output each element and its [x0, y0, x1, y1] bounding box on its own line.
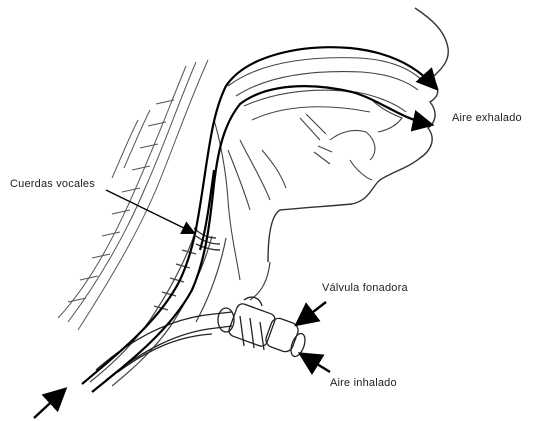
valve-arrow — [300, 302, 326, 322]
inhaled-air-label: Aire inhalado — [330, 377, 397, 389]
vocal-cords-label: Cuerdas vocales — [10, 178, 95, 190]
external-arrows — [34, 190, 330, 418]
spine-outline — [58, 60, 208, 330]
bottom-inhaled-arrow — [34, 392, 62, 418]
face-profile — [268, 8, 448, 262]
exhaled-air-label: Aire exhalado — [452, 112, 522, 124]
speaking-valve-label: Válvula fonadora — [322, 282, 408, 294]
head-interior — [214, 58, 424, 280]
inhaled-air-arrow — [304, 356, 330, 372]
